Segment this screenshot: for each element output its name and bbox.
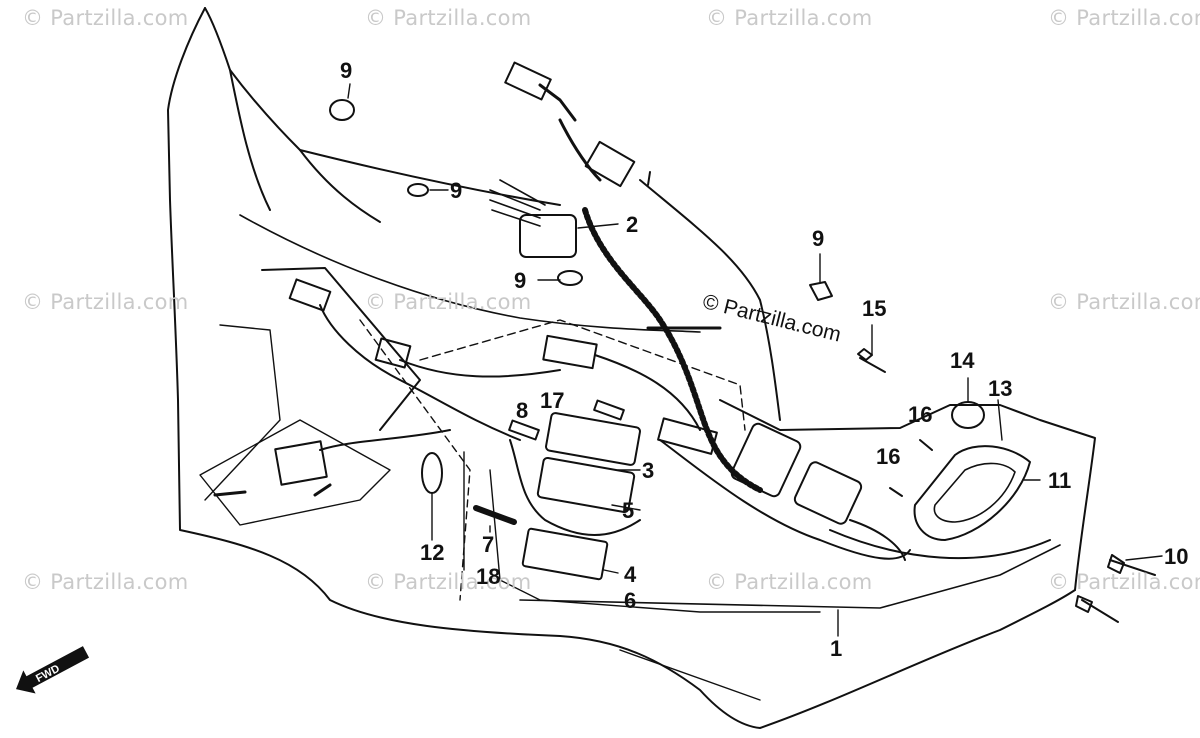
callout-18[interactable]: 18 [476, 564, 501, 589]
callout-4[interactable]: 4 [624, 562, 637, 587]
watermark: © Partzilla.com [706, 6, 873, 30]
forward-direction-indicator: FWD [6, 636, 96, 696]
callout-2[interactable]: 2 [626, 212, 639, 237]
callout-13[interactable]: 13 [988, 376, 1013, 401]
watermark: © Partzilla.com [1048, 6, 1200, 30]
callout-17[interactable]: 17 [540, 388, 565, 413]
callout-10[interactable]: 10 [1164, 544, 1189, 569]
callout-9[interactable]: 9 [812, 226, 825, 251]
callout-16[interactable]: 16 [908, 402, 933, 427]
callout-14[interactable]: 14 [950, 348, 975, 373]
callout-7[interactable]: 7 [482, 532, 495, 557]
callout-9[interactable]: 9 [514, 268, 527, 293]
callout-1[interactable]: 1 [830, 636, 843, 661]
fairing-outline [167, 7, 1076, 729]
watermark: © Partzilla.com [365, 290, 532, 314]
watermark: © Partzilla.com [1048, 290, 1200, 314]
callout-11[interactable]: 11 [1048, 468, 1072, 493]
watermark: © Partzilla.com [365, 570, 532, 594]
callout-12[interactable]: 12 [420, 540, 445, 565]
watermark: © Partzilla.com [706, 570, 873, 594]
callout-5[interactable]: 5 [622, 498, 635, 523]
fwd-label: FWD [34, 663, 62, 685]
callout-9[interactable]: 9 [450, 178, 463, 203]
callout-16[interactable]: 16 [876, 444, 901, 469]
watermark: © Partzilla.com [22, 290, 189, 314]
callout-9[interactable]: 9 [340, 58, 353, 83]
callout-6[interactable]: 6 [624, 588, 637, 613]
watermark: © Partzilla.com [22, 6, 189, 30]
fwd-arrow-icon: FWD [15, 646, 90, 694]
callout-15[interactable]: 15 [862, 296, 887, 321]
watermark: © Partzilla.com [1048, 570, 1200, 594]
callout-3[interactable]: 3 [642, 458, 655, 483]
watermark: © Partzilla.com [22, 570, 189, 594]
callout-8[interactable]: 8 [516, 398, 529, 423]
fairing-top-edge [204, 7, 561, 206]
watermark: © Partzilla.com [365, 6, 532, 30]
